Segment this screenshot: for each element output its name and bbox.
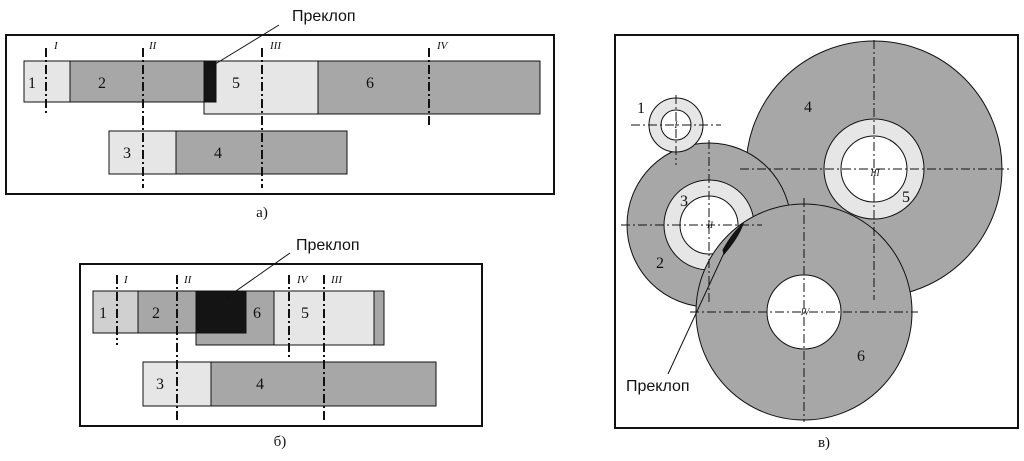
panel-caption: б): [274, 434, 287, 450]
callout-leader: [225, 252, 291, 299]
part-label-5: 5: [902, 189, 910, 206]
part-2-bar: [137, 290, 197, 334]
callout-leader: [667, 239, 731, 375]
axis-label-IV: IV: [296, 274, 309, 286]
axis-label-I: I: [674, 120, 679, 130]
axis-label-III: III: [269, 40, 282, 52]
part-label-4: 4: [804, 99, 812, 116]
part-label-6: 6: [253, 305, 261, 322]
callout-label: Преклоп: [626, 378, 690, 395]
axis-label-III: III: [870, 168, 881, 178]
part-label-1: 1: [99, 305, 107, 322]
axis-label-IV: IV: [800, 307, 811, 317]
panel-b: I II IV III 1 2 3 4 5 6 Преклоп б): [79, 237, 483, 450]
part-label-5: 5: [232, 75, 240, 92]
part-label-3: 3: [123, 145, 131, 162]
panel-caption: в): [818, 435, 830, 451]
overlap-zone: [195, 290, 247, 334]
part-label-3: 3: [156, 376, 164, 393]
axis-label-IV: IV: [436, 40, 449, 52]
panel-b-frame: [79, 263, 483, 427]
axis-label-III: III: [330, 274, 343, 286]
axis-label-II: II: [183, 274, 193, 286]
part-label-2: 2: [98, 75, 106, 92]
callout-label: Преклоп: [296, 237, 360, 254]
panel-caption: а): [256, 205, 268, 221]
part-label-3: 3: [680, 193, 688, 210]
part-label-2: 2: [152, 305, 160, 322]
part-label-4: 4: [256, 376, 264, 393]
overlap-zone: [722, 222, 745, 256]
part-label-2: 2: [656, 255, 664, 272]
overlap-zone: [203, 60, 217, 103]
panel-v-frame: [614, 34, 1019, 429]
axis-label-II: II: [148, 40, 158, 52]
panel-v: I II III IV 1 2 3 4 5 6 Преклоп в): [614, 34, 1019, 451]
axis-label-I: I: [123, 274, 129, 286]
part-label-4: 4: [214, 145, 222, 162]
part-label-1: 1: [28, 75, 36, 92]
part-label-6: 6: [366, 75, 374, 92]
part-5-hub-bar: [373, 290, 385, 346]
axis-label-I: I: [53, 40, 59, 52]
part-label-6: 6: [857, 348, 865, 365]
part-label-5: 5: [301, 305, 309, 322]
callout-leader: [211, 24, 280, 67]
panel-a-frame: [5, 34, 555, 195]
callout-label: Преклоп: [292, 8, 356, 25]
panel-a: I II III IV 1 2 3 4 5 6 Преклоп а): [5, 8, 555, 221]
axis-label-II: II: [706, 220, 714, 230]
part-2-bar: [69, 60, 207, 103]
part-label-1: 1: [637, 100, 645, 117]
